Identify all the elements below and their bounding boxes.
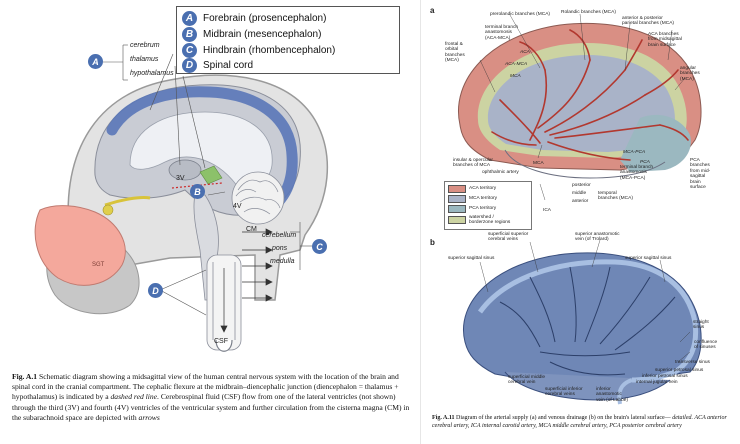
label-straight-sinus: straight sinus bbox=[693, 320, 709, 331]
panel-a-label: a bbox=[430, 6, 435, 15]
legend-item-hindbrain: C Hindbrain (rhombencephalon) bbox=[182, 42, 335, 58]
legend-badge-c: C bbox=[182, 42, 197, 58]
label-cerebellum: cerebellum bbox=[262, 232, 297, 239]
key-mca: MCA territory bbox=[448, 194, 528, 203]
key-swatch-pca bbox=[448, 204, 466, 213]
callout-b: B bbox=[190, 184, 205, 199]
label-sgt: SGT bbox=[92, 262, 105, 268]
label-aca-branches: ACA branches from midsagittal brain surf… bbox=[648, 32, 682, 48]
label-pca-inside: PCA bbox=[640, 160, 650, 165]
label-sup-superior-cerebral: superficial superior cerebral veins bbox=[488, 232, 529, 243]
legend-label-midbrain: Midbrain (mesencephalon) bbox=[203, 28, 322, 40]
label-cerebrum: cerebrum bbox=[130, 42, 160, 49]
label-thalamus: thalamus bbox=[130, 56, 159, 63]
label-sup-anastomotic-trolard: superior anastomotic vein (of Trolard) bbox=[575, 232, 620, 243]
label-mca: MCA bbox=[533, 161, 544, 166]
label-prerolandic: prerolandic branches (MCA) bbox=[490, 12, 550, 17]
label-pons: pons bbox=[272, 245, 288, 252]
key-label-aca: ACA territory bbox=[469, 186, 497, 191]
figure-a1-caption-italic2: arrows bbox=[138, 412, 160, 422]
label-posterior: posterior bbox=[572, 183, 591, 188]
key-watershed: watershed / borderzone regions bbox=[448, 214, 528, 226]
venous-drainage-brain bbox=[463, 239, 702, 405]
label-inf-anastomotic-labbe: inferior anastomotic vein (of Labbé) bbox=[596, 387, 628, 403]
midsagittal-cns-illustration bbox=[34, 44, 329, 352]
legend-label-spinal-cord: Spinal cord bbox=[203, 59, 254, 71]
figure-a11 bbox=[420, 0, 740, 444]
legend-item-midbrain: B Midbrain (mesencephalon) bbox=[182, 26, 321, 42]
legend-label-forebrain: Forebrain (prosencephalon) bbox=[203, 12, 327, 24]
figure-a1-caption-italic1: dashed red line bbox=[110, 392, 158, 402]
key-aca: ACA territory bbox=[448, 184, 528, 193]
label-confluence: confluence of sinuses bbox=[694, 340, 718, 351]
figure-a1: A Forebrain (prosencephalon) B Midbrain … bbox=[12, 6, 410, 423]
key-label-mca: MCA territory bbox=[469, 196, 497, 201]
label-4v: 4V bbox=[233, 203, 242, 210]
label-transverse: transverse sinus bbox=[675, 360, 710, 365]
legend-box bbox=[176, 6, 400, 74]
figure-a11-caption-text: Diagram of the arterial supply (a) and v… bbox=[456, 415, 671, 421]
figure-a1-caption: Fig. A.1 Schematic diagram showing a mid… bbox=[12, 372, 410, 423]
label-sup-petrosal: superior petrosal sinus bbox=[655, 368, 704, 373]
label-aca-mca-inside: ACA-MCA bbox=[505, 62, 528, 67]
arterial-supply-brain bbox=[458, 13, 702, 201]
key-pca: PCA territory bbox=[448, 204, 528, 213]
label-inf-petrosal: inferior petrosal sinus bbox=[642, 374, 688, 379]
key-swatch-watershed bbox=[448, 216, 466, 224]
label-anterior-posterior-parietal: anterior & posterior parietal branches (… bbox=[622, 16, 674, 27]
legend-item-spinal-cord: D Spinal cord bbox=[182, 57, 253, 73]
label-sup-middle-cerebral: superficial middle cerebral vein bbox=[508, 375, 546, 386]
legend-item-forebrain: A Forebrain (prosencephalon) bbox=[182, 10, 326, 26]
label-angular: angular branches (MCA) bbox=[680, 66, 700, 82]
figure-a11-caption-label: Fig. A.11 bbox=[432, 415, 455, 421]
label-temporal-branches: temporal branches (MCA) bbox=[598, 191, 633, 202]
figure-a1-caption-text: Schematic diagram showing a midsagittal … bbox=[12, 372, 399, 402]
figure-a1-caption-label: Fig. A.1 bbox=[12, 372, 38, 381]
callout-c: C bbox=[312, 239, 327, 254]
label-middle: middle bbox=[572, 191, 587, 196]
label-csf: CSF bbox=[214, 338, 228, 345]
label-insular-opercular: insular & opercular branches of MCA bbox=[453, 158, 493, 169]
key-swatch-aca bbox=[448, 184, 466, 193]
key-label-watershed: watershed / borderzone regions bbox=[469, 215, 511, 225]
label-ica: ICA bbox=[543, 208, 551, 213]
legend-badge-d: D bbox=[182, 57, 197, 73]
key-swatch-mca bbox=[448, 194, 466, 203]
callout-a: A bbox=[88, 54, 103, 69]
label-ophthalmic: ophthalmic artery bbox=[482, 170, 519, 175]
label-terminal-mca-pca: terminal branch anastomosis (MCA-PCA) bbox=[620, 165, 654, 181]
legend-badge-b: B bbox=[182, 26, 197, 42]
label-terminal-aca-mca: terminal branch anastomosis (ACA-MCA) bbox=[485, 25, 519, 41]
label-internal-jugular: internal jugular vein bbox=[636, 380, 678, 385]
label-hypothalamus: hypothalamus bbox=[130, 70, 174, 77]
label-sup-sagittal-left: superior sagittal sinus bbox=[448, 256, 495, 261]
label-cm: CM bbox=[246, 226, 257, 233]
label-sup-inferior-cerebral: superficial inferior cerebral veins bbox=[545, 387, 583, 398]
label-aca-inside: ACA bbox=[520, 50, 530, 55]
cerebellum-drawing bbox=[231, 171, 285, 225]
label-medulla: medulla bbox=[270, 258, 295, 265]
legend-badge-a: A bbox=[182, 10, 197, 26]
label-mca-inside: MCA bbox=[510, 74, 521, 79]
callout-d: D bbox=[148, 283, 163, 298]
label-frontal-orbital: frontal & orbital branches (MCA) bbox=[445, 42, 465, 64]
figure-a11-caption-text2: detailed. ACA anterior cerebral artery, … bbox=[432, 415, 727, 429]
label-3v: 3V bbox=[176, 175, 185, 182]
figure-a11-caption: Fig. A.11 Diagram of the arterial supply… bbox=[432, 414, 732, 430]
key-label-pca: PCA territory bbox=[469, 206, 497, 211]
label-rolandic: Rolandic branches (MCA) bbox=[561, 10, 616, 15]
label-mca-pca-inside: MCA-PCA bbox=[623, 150, 646, 155]
label-sup-sagittal-right: superior sagittal sinus bbox=[625, 256, 672, 261]
figure-a1-caption-text2: . Cerebrospinal fluid (CSF) flow from on… bbox=[12, 392, 410, 422]
label-pca-branches: PCA branches from mid- sagittal brain su… bbox=[690, 158, 711, 191]
legend-label-hindbrain: Hindbrain (rhombencephalon) bbox=[203, 44, 336, 56]
panel-b-label: b bbox=[430, 238, 435, 247]
label-anterior: anterior bbox=[572, 199, 589, 204]
